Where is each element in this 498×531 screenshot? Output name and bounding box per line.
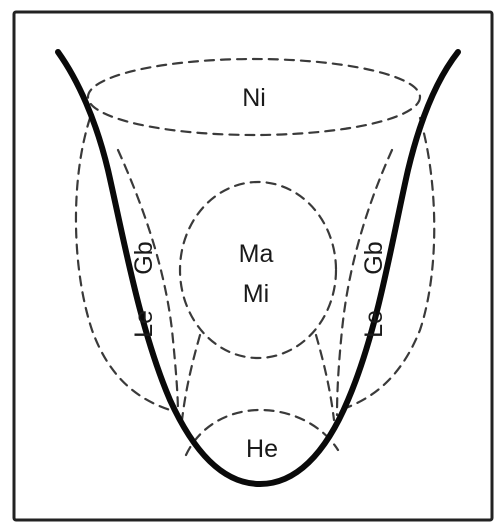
right-margin-label: Le Gb (360, 241, 388, 338)
left-margin-label-le: Le (130, 310, 158, 338)
label-he: He (246, 435, 278, 463)
label-ni: Ni (242, 84, 266, 112)
tongue-outline (55, 49, 461, 487)
lower-connector-right (314, 333, 336, 422)
left-margin-label: Le Gb (130, 241, 158, 338)
lower-connector-left (180, 333, 202, 422)
left-margin-inner-band (116, 148, 180, 417)
right-margin-inner-band (335, 148, 394, 417)
right-margin-outer-band (338, 116, 436, 412)
right-margin-label-le: Le (360, 310, 388, 338)
left-margin-outer-band (74, 116, 172, 412)
label-ma: Ma (239, 240, 274, 268)
left-margin-label-gb: Gb (130, 241, 158, 274)
right-margin-label-gb: Gb (360, 241, 388, 274)
label-mi: Mi (243, 280, 269, 308)
region-ni-ellipse (86, 57, 422, 137)
region-ma-mi-ellipse (178, 180, 338, 360)
